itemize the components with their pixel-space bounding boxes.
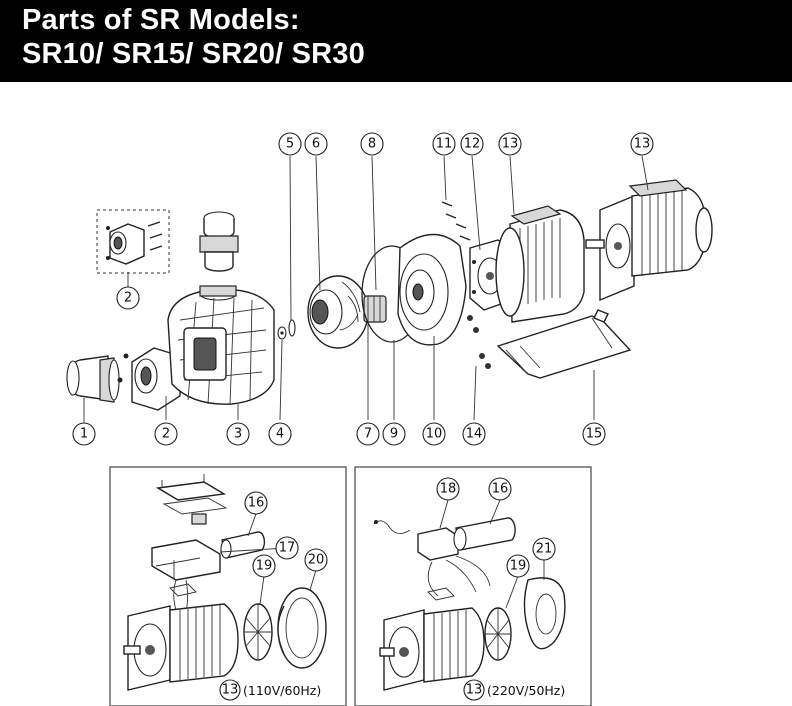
title-banner: Parts of SR Models: SR10/ SR15/ SR20/ SR… [0, 0, 792, 82]
motor-part-13-a [495, 205, 585, 323]
motor-base-part-15 [496, 309, 632, 379]
bottom-callouts: 1 2 3 4 7 9 10 14 15 [72, 422, 606, 446]
callout-2: 2 [162, 427, 170, 442]
callout-21: 21 [536, 542, 553, 557]
title-line-1: Parts of SR Models: [22, 4, 300, 36]
callout-16-left: 16 [248, 496, 265, 511]
callout-7: 7 [364, 427, 372, 442]
callout-13-a: 13 [502, 137, 519, 152]
callout-3: 3 [234, 427, 242, 442]
callout-14: 14 [466, 427, 483, 442]
callout-18: 18 [440, 482, 457, 497]
callout-8: 8 [368, 137, 376, 152]
seal-part-5 [288, 319, 296, 337]
union-pipe-part-1 [66, 355, 120, 403]
motor-panel-220v: 18 16 19 21 13 (220V/50Hz) [354, 466, 592, 706]
top-union-connector [199, 211, 239, 272]
top-callouts: 5 6 8 11 12 13 13 2 [116, 132, 654, 310]
seal-plate-part-10 [397, 233, 467, 346]
callout-16-right: 16 [492, 482, 509, 497]
o-ring-part-4 [277, 326, 287, 340]
callout-13-right: 13 [466, 683, 483, 698]
callout-17: 17 [279, 541, 296, 556]
leader-lines [83, 155, 649, 426]
callout-12: 12 [464, 137, 481, 152]
flange-part-2 [117, 347, 181, 411]
callout-19-right: 19 [510, 559, 527, 574]
callout-1: 1 [80, 427, 88, 442]
callout-20: 20 [308, 553, 325, 568]
caption-110v: (110V/60Hz) [243, 683, 321, 698]
callout-11: 11 [436, 137, 453, 152]
motor-panel-110v: 16 17 19 20 13 (110V/60Hz) [109, 466, 347, 706]
callout-9: 9 [390, 427, 398, 442]
callout-13-b: 13 [634, 137, 651, 152]
callout-4: 4 [276, 427, 284, 442]
callout-2-upper: 2 [124, 291, 132, 306]
motor-part-13-b [585, 179, 713, 302]
pump-housing-part-3 [167, 285, 275, 405]
callout-15: 15 [586, 427, 603, 442]
callout-10: 10 [426, 427, 443, 442]
callout-5: 5 [286, 137, 294, 152]
bolts-part-11 [441, 201, 471, 241]
callout-6: 6 [312, 137, 320, 152]
title-line-2: SR10/ SR15/ SR20/ SR30 [22, 38, 365, 70]
impeller-part-6-7 [307, 275, 387, 349]
union-flange-kit-inset [96, 209, 170, 274]
caption-220v: (220V/50Hz) [487, 683, 565, 698]
callout-19-left: 19 [256, 559, 273, 574]
nuts-part-14 [467, 315, 491, 369]
callout-13-left: 13 [222, 683, 239, 698]
